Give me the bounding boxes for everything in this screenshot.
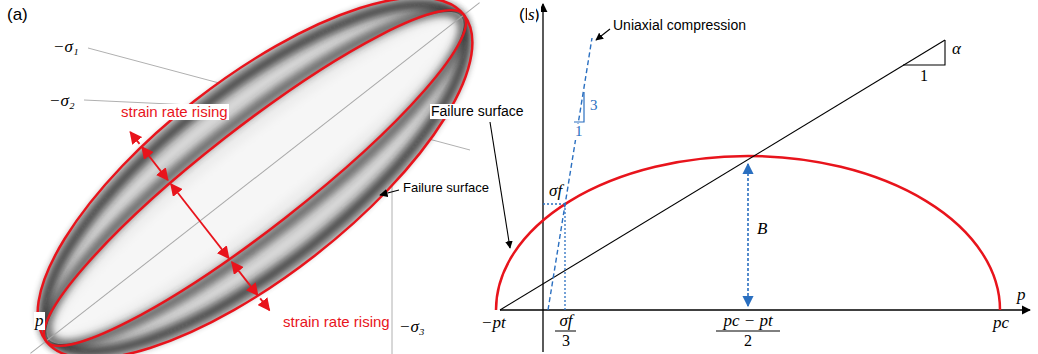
axis-label: p xyxy=(1016,286,1027,304)
annotation: Failure surface xyxy=(402,181,490,195)
value-label: σf xyxy=(548,182,563,200)
slope-number: 3 xyxy=(589,98,599,114)
annotation: Failure surface xyxy=(430,104,525,119)
fraction-numerator: σf xyxy=(558,312,573,330)
panel-tag: (a) xyxy=(6,6,29,24)
annotation: strain rate rising xyxy=(282,314,391,330)
axis-label: s xyxy=(527,6,536,24)
axis-label: p xyxy=(34,312,45,330)
axis-value: −pt xyxy=(480,314,507,332)
annotation: Uniaxial compression xyxy=(612,18,747,33)
fraction-numerator: pc − pt xyxy=(722,312,773,330)
fraction-denominator: 3 xyxy=(561,333,571,350)
fraction-denominator: 2 xyxy=(743,333,753,350)
axis-label: −σ₂ xyxy=(48,92,76,110)
axis-value: pc xyxy=(992,314,1010,332)
pq-plane xyxy=(490,4,1030,352)
value-label: B xyxy=(756,220,768,238)
annotation: strain rate rising xyxy=(120,104,229,120)
axis-label: −σ₁ xyxy=(52,38,80,56)
slope-number: 1 xyxy=(574,124,584,140)
leader-line xyxy=(380,190,399,195)
axis-label: −σ₃ xyxy=(398,318,426,336)
slope-angle: α xyxy=(951,40,962,58)
slope-number: 1 xyxy=(919,68,929,85)
failure-ellipsoid xyxy=(0,0,549,354)
